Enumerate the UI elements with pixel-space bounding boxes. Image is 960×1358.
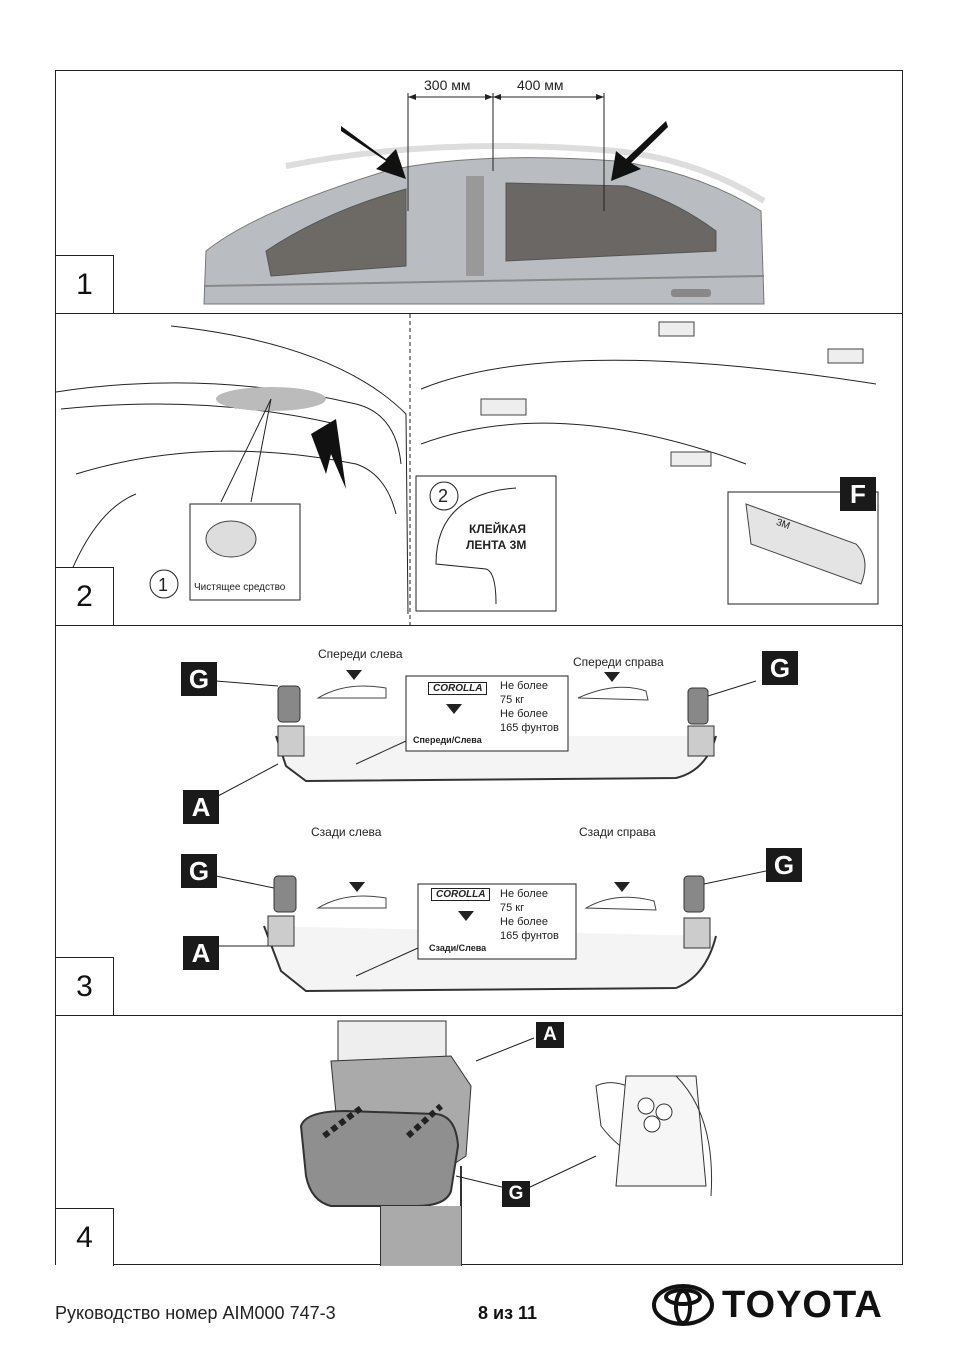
rear-box-limit1: Не более [500, 888, 548, 900]
front-box-limit2-value: 165 фунтов [500, 722, 559, 734]
label-a-front: A [183, 790, 219, 824]
step-number-2: 2 [56, 567, 114, 625]
roof-cleaning-drawing [56, 314, 879, 625]
rear-left-label: Сзади слева [311, 825, 382, 839]
front-box-limit2: Не более [500, 708, 548, 720]
bracket-mount-drawing [299, 1020, 713, 1266]
label-a-rear: A [183, 936, 219, 970]
tape-label-line1: КЛЕЙКАЯ [469, 522, 526, 536]
brand-name: TOYOTA [722, 1283, 883, 1326]
manual-number: Руководство номер AIM000 747-3 [55, 1303, 336, 1323]
toyota-emblem-icon [652, 1284, 714, 1326]
label-a: A [536, 1022, 564, 1048]
step1-circle-number: 1 [158, 575, 169, 595]
front-box-logo: COROLLA [428, 682, 488, 695]
step2-circle-number: 2 [438, 486, 449, 506]
label-g-rear-right: G [766, 848, 802, 882]
rear-box-caption: Сзади/Слева [429, 943, 487, 953]
roof-rack-bars-drawing [215, 670, 767, 993]
panel-1: 300 мм 400 мм 1 [56, 71, 902, 314]
tape-label-line2: ЛЕНТА 3М [466, 538, 527, 552]
rear-box-logo: COROLLA [431, 888, 491, 901]
panel-4: A G 4 [56, 1016, 902, 1266]
dimension-right: 400 мм [517, 77, 564, 93]
page-number: 8 из 11 [478, 1303, 538, 1323]
car-side-photo [203, 93, 766, 305]
rear-box-limit2-value: 165 фунтов [500, 930, 559, 942]
rear-box-limit1-value: 75 кг [500, 902, 525, 914]
label-g-rear-left: G [181, 854, 217, 888]
label-g-front-right: G [762, 651, 798, 685]
step1-caption: Чистящее средство [194, 582, 286, 593]
rear-right-label: Сзади справа [579, 825, 656, 839]
front-box-limit1-value: 75 кг [500, 694, 525, 706]
panel-2: Чистящее средство 1 2 КЛЕЙКАЯ ЛЕНТА 3М 3… [56, 314, 902, 626]
front-right-label: Спереди справа [573, 655, 664, 669]
label-f: F [840, 477, 876, 511]
front-box-caption: Спереди/Слева [413, 735, 482, 745]
panel-3: Спереди слева Спереди справа Сзади слева… [56, 626, 902, 1016]
rear-box-limit2: Не более [500, 916, 548, 928]
step-number-3: 3 [56, 957, 114, 1015]
toyota-logo: TOYOTA [652, 1283, 883, 1327]
step-number-4: 4 [56, 1208, 114, 1266]
label-g-front-left: G [181, 662, 217, 696]
dimension-left: 300 мм [424, 77, 471, 93]
label-g: G [502, 1181, 530, 1207]
front-left-label: Спереди слева [318, 647, 403, 661]
front-box-limit1: Не более [500, 680, 548, 692]
step-number-1: 1 [56, 255, 114, 313]
instruction-frame: 300 мм 400 мм 1 [55, 70, 903, 1266]
